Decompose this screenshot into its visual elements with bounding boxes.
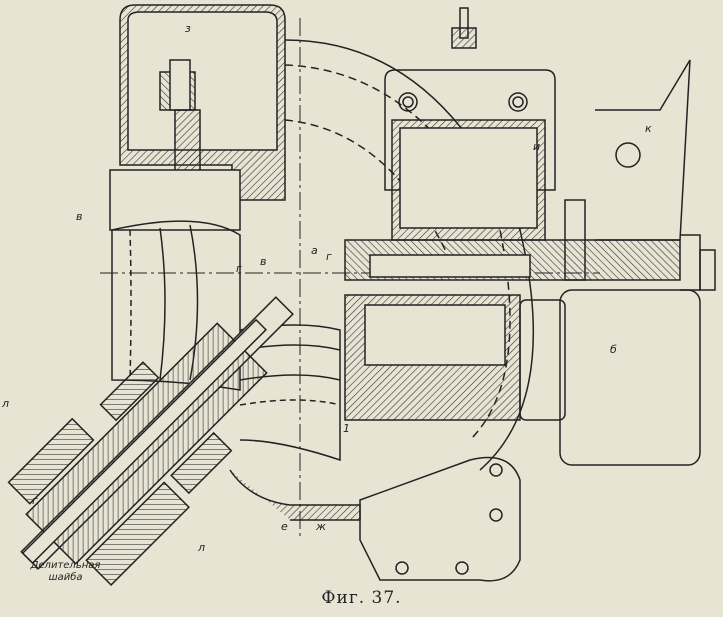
label-g-upper: г xyxy=(326,250,332,263)
dividing-head xyxy=(7,296,294,587)
label-z: з xyxy=(185,22,191,35)
label-g-lower: г xyxy=(32,494,38,507)
label-1: 1 xyxy=(343,422,350,435)
upper-housing xyxy=(109,4,286,231)
label-l-right: л xyxy=(198,541,206,554)
motor xyxy=(519,289,701,466)
label-a: а xyxy=(311,244,318,257)
label-zh: ж xyxy=(316,520,326,533)
bracket xyxy=(229,456,521,582)
label-e: е xyxy=(281,520,288,533)
label-l-left: л xyxy=(2,397,10,410)
label-b: б xyxy=(610,343,617,356)
label-v-small: в xyxy=(260,255,267,268)
right-housing xyxy=(344,7,716,421)
label-i: и xyxy=(533,140,541,153)
label-k: к xyxy=(645,122,652,135)
label-g-middle: г xyxy=(236,262,242,275)
label-v: в xyxy=(76,210,83,223)
figure-caption: Фиг. 37. xyxy=(321,588,402,608)
dividing-disc-callout: Делительная шайба xyxy=(30,560,101,583)
